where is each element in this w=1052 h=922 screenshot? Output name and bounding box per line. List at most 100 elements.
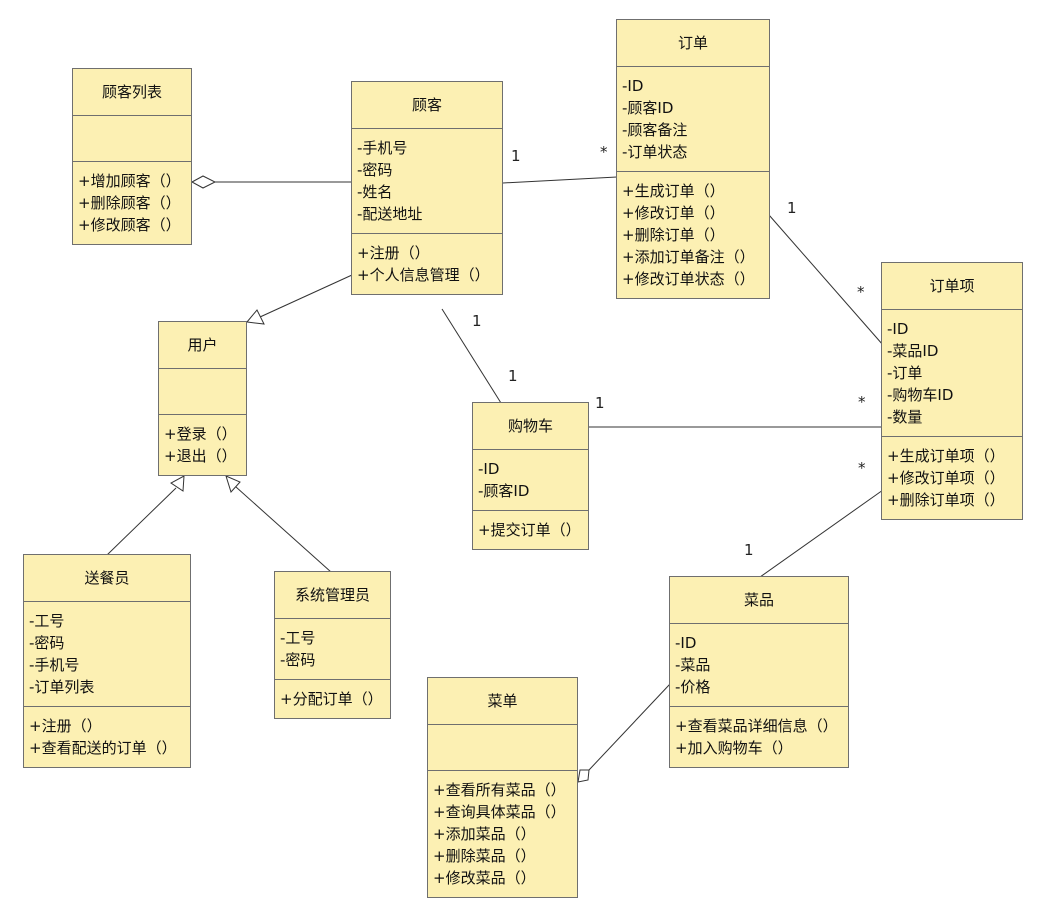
- attribute: -工号: [29, 612, 65, 630]
- class-courier[interactable]: 送餐员 -工号 -密码 -手机号 -订单列表 +注册（）+查看配送的订单（）: [23, 554, 191, 768]
- method: +添加订单备注（）: [622, 248, 755, 266]
- method-section: +分配订单（）: [275, 680, 390, 718]
- method-section: +注册（）+查看配送的订单（）: [24, 707, 190, 767]
- method: +修改订单（）: [622, 204, 725, 222]
- method: +修改订单状态（）: [622, 270, 755, 288]
- attribute: -购物车ID: [887, 386, 954, 404]
- method: +注册（）: [357, 244, 430, 262]
- class-user[interactable]: 用户+登录（）+退出（）: [158, 321, 247, 476]
- attribute-section: -工号 -密码 -手机号 -订单列表: [24, 602, 190, 707]
- method-section: +增加顾客（） +删除顾客（） +修改顾客（）: [73, 162, 191, 244]
- method-section: +查看菜品详细信息（）+加入购物车（）: [670, 707, 848, 767]
- class-customer[interactable]: 顾客 -手机号 -密码 -姓名 -配送地址 +注册（） +个人信息管理（）: [351, 81, 503, 295]
- attribute: -订单状态: [622, 143, 688, 161]
- attribute: -顾客ID: [622, 99, 674, 117]
- class-menu[interactable]: 菜单+查看所有菜品（）+查询具体菜品（）+添加菜品（）+删除菜品（）+修改菜品（…: [427, 677, 578, 898]
- attribute-section: [428, 725, 577, 771]
- class-order[interactable]: 订单-ID-顾客ID-顾客备注-订单状态+生成订单（）+修改订单（）+删除订单（…: [616, 19, 770, 299]
- method: +分配订单（）: [280, 690, 383, 708]
- aggregation-diamond-menu: [577, 769, 590, 783]
- attribute: -顾客备注: [622, 121, 688, 139]
- attribute-section: -ID-顾客ID-顾客备注-订单状态: [617, 67, 769, 172]
- method: +删除订单（）: [622, 226, 725, 244]
- class-name: 菜品: [670, 577, 848, 624]
- class-name: 用户: [159, 322, 246, 369]
- method-section: +注册（） +个人信息管理（）: [352, 234, 502, 294]
- attribute: -订单: [887, 364, 923, 382]
- attribute: -密码: [29, 634, 65, 652]
- attribute: -配送地址: [357, 205, 423, 223]
- attribute-section: -工号 -密码: [275, 619, 390, 680]
- method: +生成订单（）: [622, 182, 725, 200]
- generalization-arrow-customer-user: [246, 309, 265, 325]
- association-customer-cart: [441, 308, 502, 404]
- method: +退出（）: [164, 447, 237, 465]
- class-cart[interactable]: 购物车-ID-顾客ID+提交订单（）: [472, 402, 589, 550]
- attribute-section: [159, 369, 246, 415]
- class-dish[interactable]: 菜品-ID-菜品-价格+查看菜品详细信息（）+加入购物车（）: [669, 576, 849, 768]
- attribute: -工号: [280, 629, 316, 647]
- method: +删除菜品（）: [433, 847, 536, 865]
- method: +修改订单项（）: [887, 469, 1005, 487]
- attribute: -数量: [887, 408, 923, 426]
- class-admin[interactable]: 系统管理员 -工号 -密码 +分配订单（）: [274, 571, 391, 719]
- generalization-arrow-courier-user: [170, 475, 185, 492]
- class-name: 系统管理员: [275, 572, 390, 619]
- mult-cart-orderitem-star: *: [858, 393, 866, 411]
- method: +生成订单项（）: [887, 447, 1005, 465]
- class-name: 顾客: [352, 82, 502, 129]
- method: +查询具体菜品（）: [433, 803, 566, 821]
- method-section: +提交订单（）: [473, 511, 588, 549]
- generalization-admin-user: [235, 486, 332, 573]
- method: +加入购物车（）: [675, 739, 793, 757]
- attribute: -订单列表: [29, 678, 95, 696]
- mult-customer-cart-1a: 1: [472, 312, 482, 330]
- mult-order-orderitem-1: 1: [787, 199, 797, 217]
- mult-dish-orderitem-star: *: [858, 459, 866, 477]
- mult-order-orderitem-star: *: [857, 283, 865, 301]
- method-section: +查看所有菜品（）+查询具体菜品（）+添加菜品（）+删除菜品（）+修改菜品（）: [428, 771, 577, 897]
- class-name: 菜单: [428, 678, 577, 725]
- attribute: -姓名: [357, 183, 393, 201]
- method: +个人信息管理（）: [357, 266, 490, 284]
- class-name: 订单: [617, 20, 769, 67]
- attribute: -密码: [357, 161, 393, 179]
- method: +查看所有菜品（）: [433, 781, 566, 799]
- method: +删除顾客（）: [78, 194, 181, 212]
- attribute-section: -ID -顾客ID: [473, 450, 588, 511]
- method: +查看配送的订单（）: [29, 739, 177, 757]
- mult-customer-order-star: *: [600, 143, 608, 161]
- class-order-item[interactable]: 订单项 -ID -菜品ID -订单 -购物车ID -数量 +生成订单项（） +修改订单项（） +…: [881, 262, 1023, 520]
- mult-customer-cart-1b: 1: [508, 367, 518, 385]
- class-name: 订单项: [882, 263, 1022, 310]
- association-dish-orderitem: [759, 489, 884, 578]
- attribute: -ID: [478, 460, 500, 478]
- attribute: -菜品: [675, 656, 711, 674]
- attribute-section: -手机号 -密码 -姓名 -配送地址: [352, 129, 502, 234]
- attribute-section: -ID-菜品-价格: [670, 624, 848, 707]
- mult-customer-order-1: 1: [511, 147, 521, 165]
- class-customer-list[interactable]: 顾客列表+增加顾客（）+删除顾客（）+修改顾客（）: [72, 68, 192, 245]
- attribute: -ID: [887, 320, 909, 338]
- attribute: -顾客ID: [478, 482, 530, 500]
- attribute: -手机号: [29, 656, 80, 674]
- class-name: 送餐员: [24, 555, 190, 602]
- aggregation-diamond-customerlist: [190, 175, 217, 189]
- method-section: +生成订单（） +修改订单（） +删除订单（） +添加订单备注（） +修改订单状态（）: [617, 172, 769, 298]
- method: +添加菜品（）: [433, 825, 536, 843]
- aggregation-menu-dish: [588, 683, 671, 771]
- mult-cart-orderitem-1: 1: [595, 394, 605, 412]
- generalization-arrow-admin-user: [225, 475, 241, 493]
- attribute: -价格: [675, 678, 711, 696]
- attribute: -密码: [280, 651, 316, 669]
- mult-dish-orderitem-1: 1: [744, 541, 754, 559]
- method: +删除订单项（）: [887, 491, 1005, 509]
- method: +提交订单（）: [478, 521, 581, 539]
- attribute: -手机号: [357, 139, 408, 157]
- generalization-customer-user: [259, 274, 353, 318]
- method: +增加顾客（）: [78, 172, 181, 190]
- generalization-courier-user: [106, 487, 177, 556]
- attribute: -菜品ID: [887, 342, 939, 360]
- method: +修改顾客（）: [78, 216, 181, 234]
